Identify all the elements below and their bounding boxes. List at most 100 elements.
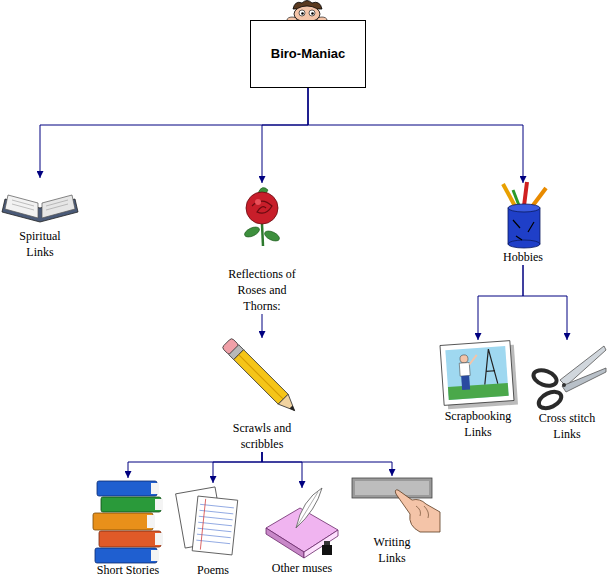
photo-person-pants <box>461 376 470 391</box>
icon-node: Poems <box>178 483 248 578</box>
tree-connector <box>40 88 308 178</box>
photo-person-arm <box>469 355 478 365</box>
icon-node: Cross stitch Links <box>527 340 607 442</box>
muse-ink <box>322 545 332 555</box>
book-spine <box>95 548 157 563</box>
muse-book-edge <box>266 528 304 558</box>
pointing-hand-icon <box>352 478 440 532</box>
tree-connector <box>262 88 308 183</box>
node-label: Spiritual Links <box>13 228 68 260</box>
tree-connector <box>262 314 263 338</box>
rose-highlight <box>255 199 261 205</box>
tree-connector <box>308 88 523 183</box>
node-label: Poems <box>197 562 229 578</box>
scissors-handle <box>531 367 558 388</box>
icon-node: Writing Links <box>347 476 437 566</box>
book-lines <box>12 200 68 210</box>
rose-petals <box>252 201 272 213</box>
pencil-facet <box>239 355 284 400</box>
cup-rim <box>508 204 540 212</box>
icon-node: Scrawls and scribbles <box>217 338 307 452</box>
icon-node: Other muses <box>262 488 342 576</box>
paper-lines <box>195 498 234 552</box>
face-pupil <box>311 12 314 15</box>
pencil-body <box>234 350 288 404</box>
rose-bloom <box>246 192 278 224</box>
icon-node: Reflections of Roses and Thorns: <box>207 183 317 314</box>
cup-pencil <box>524 182 527 206</box>
photo-frame <box>440 341 514 406</box>
pencil-cup-icon <box>503 182 546 248</box>
tree-connector <box>128 452 262 478</box>
pencil-icon <box>222 338 300 416</box>
muse-quill <box>296 488 322 528</box>
muse-ink-neck <box>324 541 330 545</box>
node-label: Writing Links <box>367 534 417 566</box>
scissors-handle <box>536 389 564 412</box>
book-pages <box>155 533 163 545</box>
rose-stem <box>262 224 263 246</box>
face-eye <box>299 10 305 16</box>
book-spine <box>101 497 161 512</box>
photo-sky <box>445 346 508 400</box>
open-book-icon <box>2 195 78 222</box>
icon-node: Spiritual Links <box>2 178 78 260</box>
photo-tower <box>482 349 497 385</box>
paper-sheet <box>192 496 238 555</box>
node-label: Other muses <box>272 560 332 576</box>
tree-connector <box>478 265 523 340</box>
muse-book-pages <box>304 530 338 558</box>
photo-scene <box>445 346 508 400</box>
node-label: Short Stories <box>97 562 159 578</box>
hand-shape <box>395 490 440 532</box>
face-eye <box>309 10 315 16</box>
title-text: Biro-Maniac <box>271 46 345 62</box>
paper-rule <box>196 504 234 543</box>
node-label: Reflections of Roses and Thorns: <box>222 266 302 314</box>
tree-connector <box>262 452 392 476</box>
book-pages <box>151 550 159 561</box>
node-label: Scrawls and scribbles <box>227 420 297 452</box>
tree-connector <box>523 265 567 340</box>
cup-pattern <box>513 220 534 240</box>
face-pupil <box>301 12 304 15</box>
scissors-icon <box>531 346 606 411</box>
book-spine <box>99 531 161 547</box>
paper-margin <box>200 499 205 550</box>
rose-leaf <box>263 229 281 243</box>
pencil-lead <box>289 405 296 412</box>
scissors-pivot <box>562 383 566 387</box>
rose-icon <box>243 188 281 246</box>
photo-icon <box>440 341 518 410</box>
quill-book-icon <box>266 488 338 558</box>
book-spine <box>97 481 157 496</box>
icon-node: Scrapbooking Links <box>433 340 523 440</box>
link-key <box>352 478 432 498</box>
node-label: Hobbies <box>503 249 543 265</box>
title-box: Biro-Maniac <box>250 20 366 88</box>
papers-icon <box>176 487 238 555</box>
book-pages <box>147 515 155 528</box>
book-stack-icon <box>93 481 163 563</box>
scissors-blade <box>562 368 606 392</box>
muse-quill-shaft <box>296 492 318 528</box>
book-pages <box>155 499 163 510</box>
icon-node: Hobbies <box>488 183 558 265</box>
cup-body <box>508 208 540 244</box>
tree-connector <box>213 452 262 483</box>
rose-leaf <box>243 225 261 239</box>
cup-base <box>508 240 540 248</box>
hand-fingers <box>416 506 429 518</box>
node-label: Scrapbooking Links <box>441 408 515 440</box>
photo-person-head <box>460 355 469 364</box>
book-pages <box>151 483 159 494</box>
node-label: Cross stitch Links <box>535 410 599 442</box>
tree-connector <box>262 452 302 488</box>
photo-person-shirt <box>459 363 470 377</box>
book-spine <box>93 513 153 530</box>
icon-node: Short Stories <box>83 478 173 578</box>
pencil-wood <box>278 394 299 415</box>
link-key-face <box>355 481 429 495</box>
photo-grass <box>448 383 509 400</box>
